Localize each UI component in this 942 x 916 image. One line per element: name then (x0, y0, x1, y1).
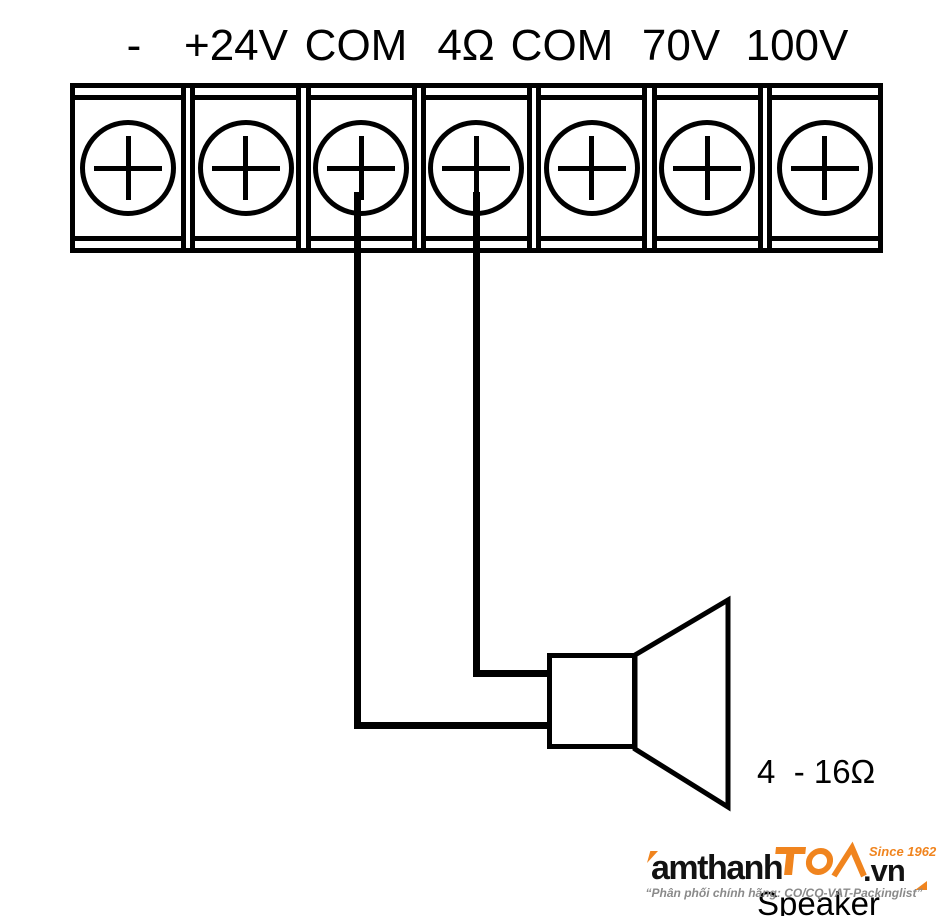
screw-slot-horizontal (557, 165, 626, 171)
screw-terminal-icon (776, 120, 873, 216)
screw-slot-horizontal (327, 165, 396, 171)
screw-slot-horizontal (94, 165, 162, 171)
terminal-cell-70v (651, 88, 763, 248)
terminal-cell-minus (75, 88, 186, 248)
watermark-logo: amthanh .vn Since 1962 “Phân phối chính … (645, 841, 936, 904)
terminal-label-4ohm: 4Ω (437, 21, 495, 70)
speaker-driver-icon (547, 653, 637, 749)
wire-com-horizontal (354, 722, 552, 729)
terminal-label-70v: 70V (641, 21, 721, 70)
logo-wedge-left-icon (647, 851, 658, 863)
screw-slot-horizontal (211, 165, 280, 171)
screw-slot-horizontal (790, 165, 859, 171)
logo-tagline: “Phân phối chính hãng: CO/CQ-VAT-Packing… (645, 886, 923, 900)
terminal-cell-100v (766, 88, 878, 248)
terminal-label-100v: 100V (745, 21, 849, 70)
screw-terminal-icon (543, 120, 640, 216)
logo-since-text: Since 1962 (869, 844, 937, 859)
screw-terminal-icon (659, 120, 756, 216)
terminal-cell-24v (190, 88, 302, 248)
wire-4ohm-vertical (473, 192, 480, 677)
terminal-label-com1: COM (304, 21, 408, 70)
screw-terminal-icon (197, 120, 294, 216)
speaker-impedance: 4 - 16Ω (757, 753, 876, 790)
screw-slot-horizontal (673, 165, 742, 171)
toa-logo-icon (775, 841, 867, 878)
logo-wedge-right-icon (915, 881, 927, 890)
terminal-cell-frame (656, 95, 758, 241)
speaker-label: 4 - 16Ω Speaker (757, 662, 880, 916)
speaker-name: Speaker (757, 885, 880, 916)
terminal-label-com2: COM (510, 21, 614, 70)
wire-com-vertical (354, 192, 361, 729)
terminal-cell-frame (771, 95, 878, 241)
terminal-cell-frame (195, 95, 297, 241)
terminal-cell-com2 (536, 88, 648, 248)
screw-slot-horizontal (442, 165, 511, 171)
logo-brand-suffix: .vn (863, 853, 906, 888)
screw-terminal-icon (313, 120, 410, 216)
terminal-cell-com1 (305, 88, 417, 248)
speaker-horn-icon (632, 595, 731, 812)
terminal-cell-frame (75, 95, 181, 241)
terminal-label-24v: +24V (184, 21, 288, 70)
wire-4ohm-horizontal (473, 670, 552, 677)
terminal-cell-frame (310, 95, 412, 241)
terminal-label-minus: - (126, 21, 142, 70)
logo-brand-prefix: amthanh (651, 849, 784, 887)
terminal-cell-frame (541, 95, 643, 241)
terminal-block (70, 83, 883, 253)
screw-terminal-icon (80, 120, 176, 216)
